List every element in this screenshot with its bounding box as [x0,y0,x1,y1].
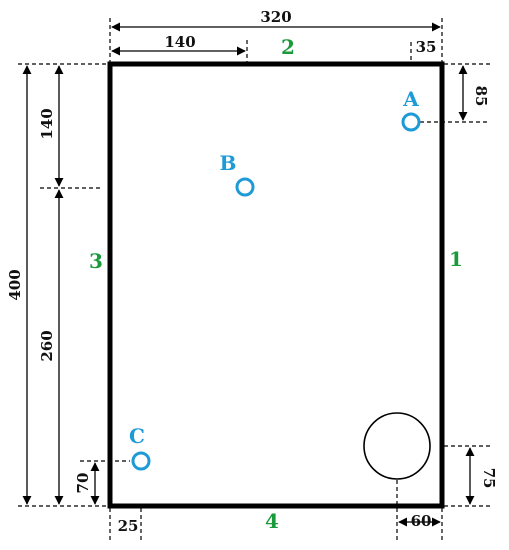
side-label-4: 4 [265,509,279,533]
dim-bottom-to-circle: 75 [480,468,498,489]
dim-top-to-a: 85 [472,86,490,107]
point-c-marker [131,451,151,471]
dim-left-to-b: 140 [164,33,195,51]
side-label-2: 2 [281,35,295,59]
side-label-3: 3 [89,249,103,273]
dim-right-to-a: 35 [416,38,437,56]
point-c-label: C [129,424,145,448]
dim-height: 400 [6,269,24,300]
dim-left-to-c: 25 [118,517,139,535]
point-a-marker [401,112,421,132]
room-outline [107,61,445,509]
side-label-1: 1 [449,247,463,271]
dim-right-to-circle: 60 [411,512,432,530]
dim-total-width: 320 [260,8,291,26]
dim-bottom-to-c: 70 [74,473,92,494]
point-b-label: B [220,151,237,175]
dim-top-to-b: 140 [38,108,56,139]
large-circle [363,412,431,480]
point-b-marker [235,177,255,197]
point-a-label: A [402,87,419,111]
dim-b-to-bottom: 260 [38,330,56,361]
